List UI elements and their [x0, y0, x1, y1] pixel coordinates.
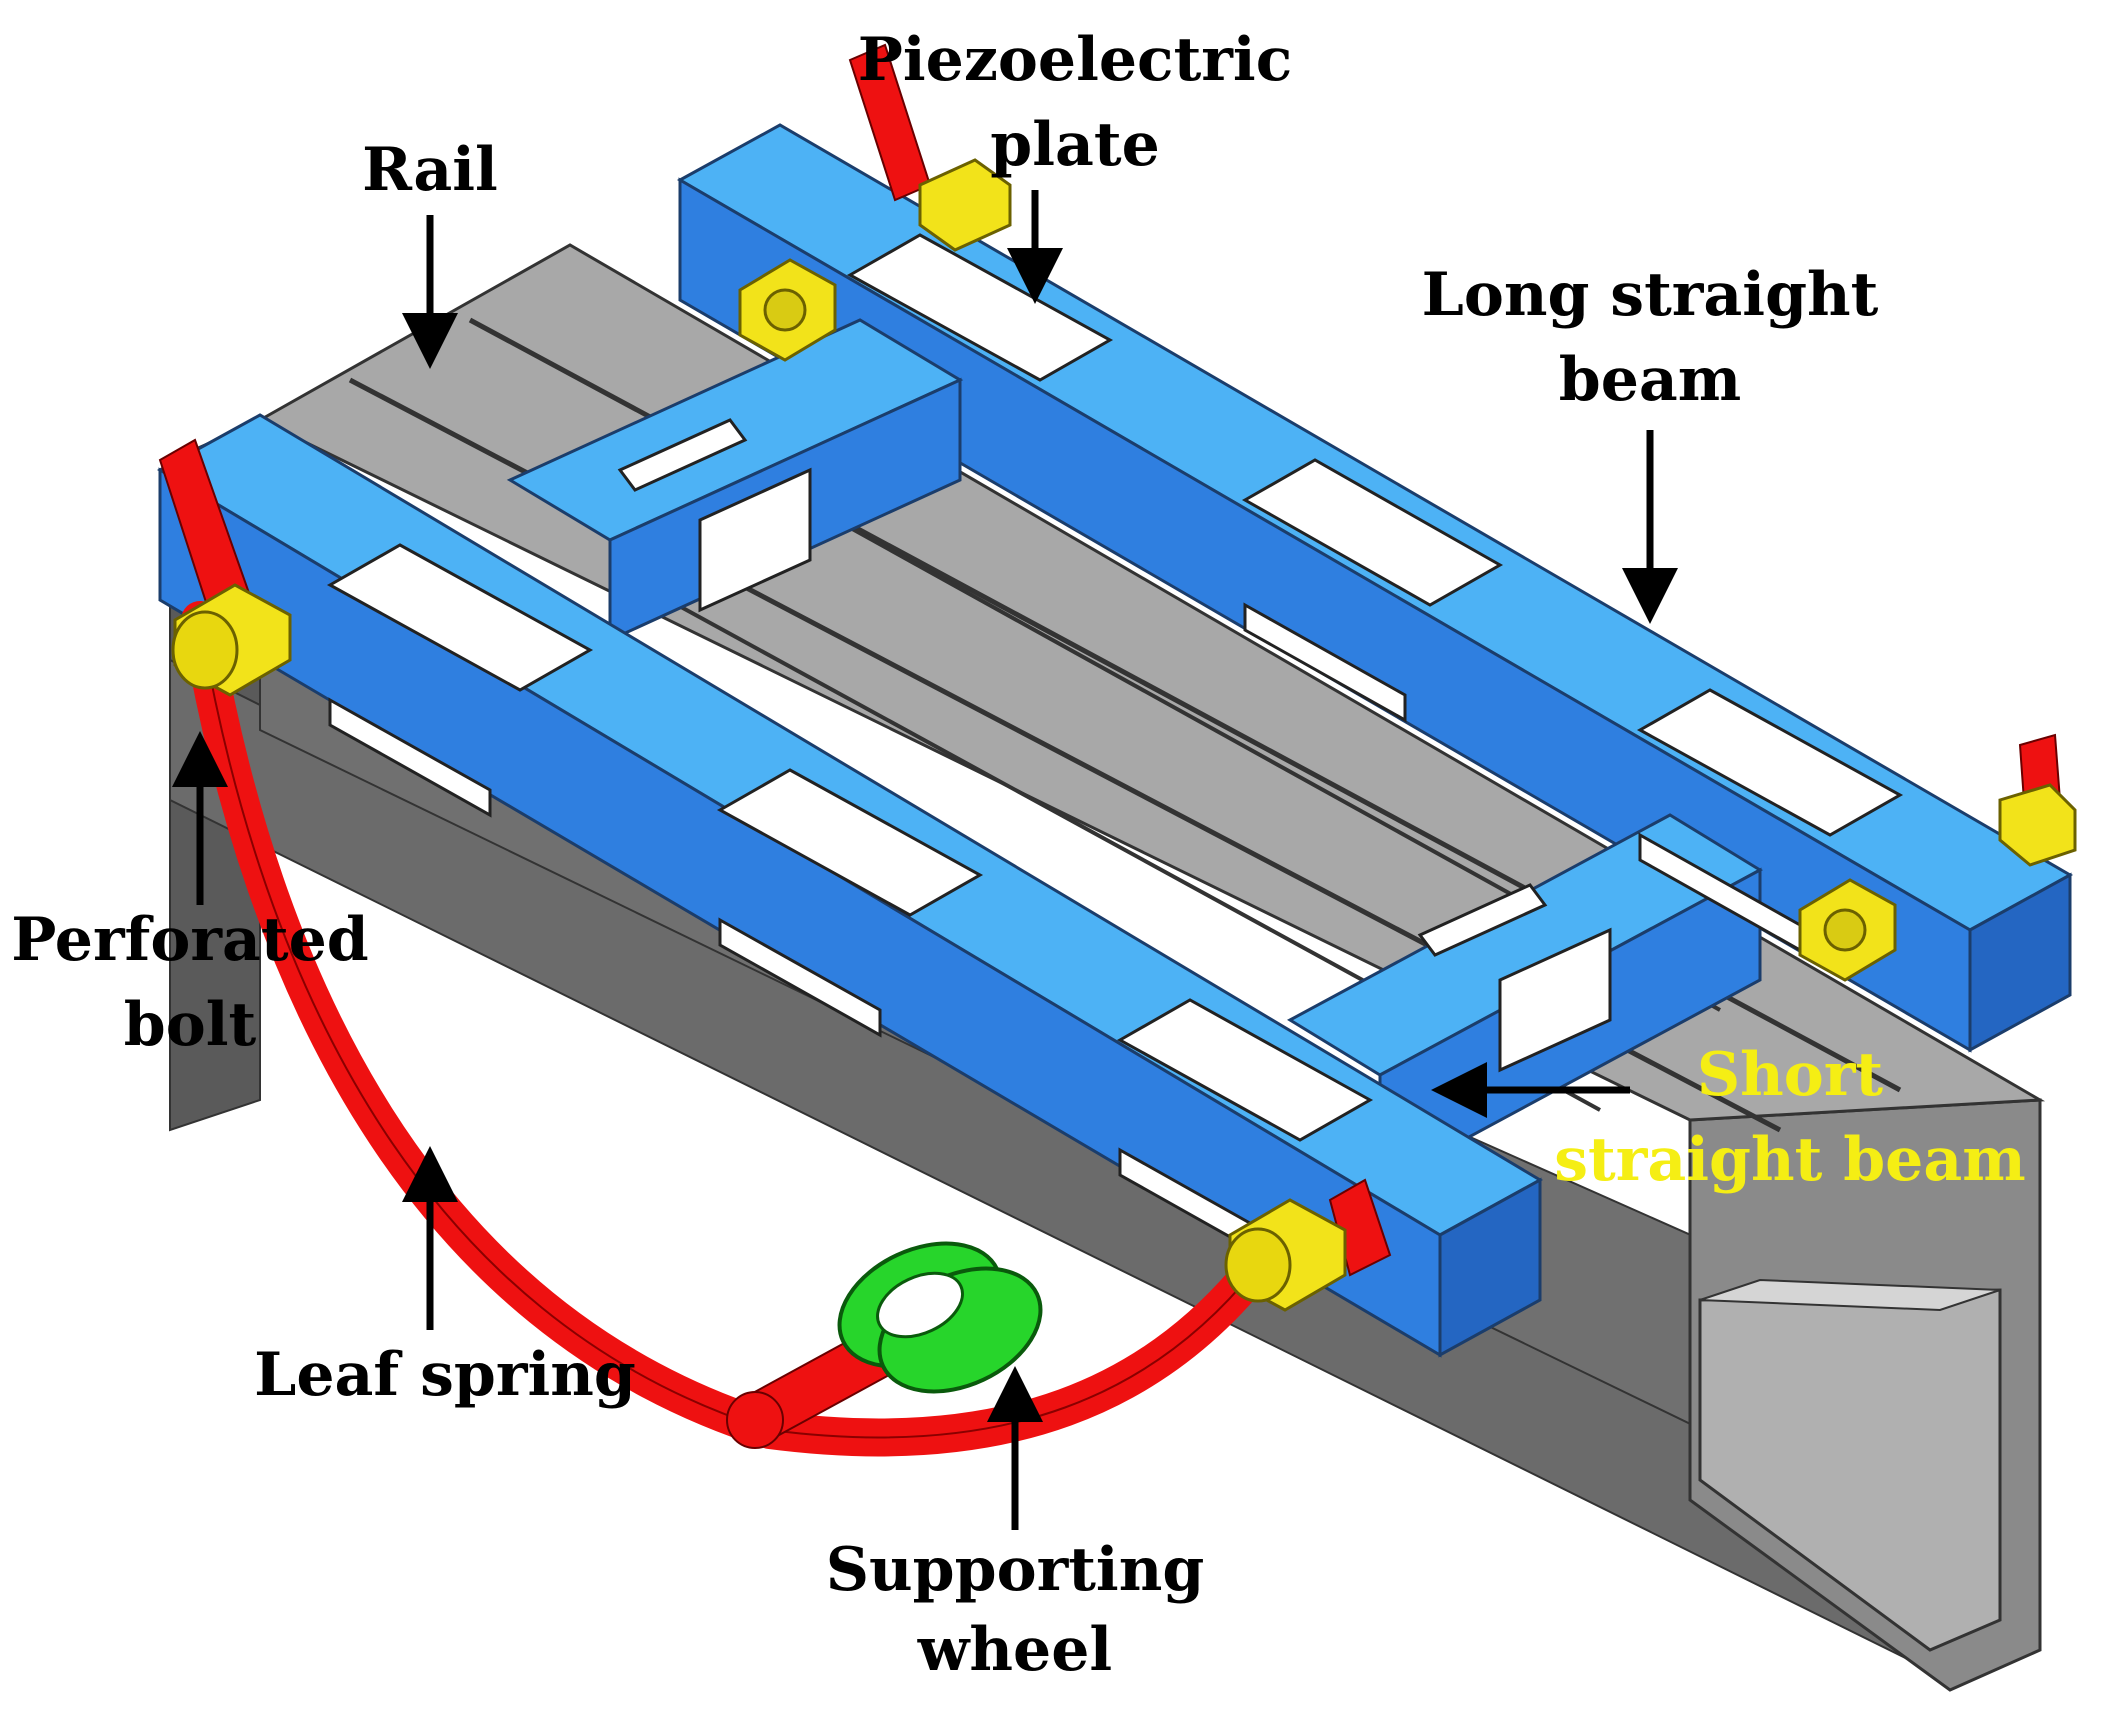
label-piezo-line1: Piezoelectric — [858, 25, 1293, 95]
piezo-plate — [718, 917, 882, 1038]
perforated-bolt — [1998, 783, 2077, 867]
label-piezo-line2: plate — [990, 110, 1160, 180]
piezo-plate — [328, 697, 492, 818]
label-bolt-line1: Perforated — [11, 905, 368, 975]
piezo-plate — [1417, 883, 1548, 957]
label-rail: Rail — [362, 135, 498, 205]
label-bolt-line2: bolt — [124, 990, 257, 1060]
piezo-plate — [716, 768, 984, 917]
perforated-bolt — [1798, 878, 1897, 982]
piezo-plate — [617, 418, 748, 492]
piezo-plate — [1243, 602, 1407, 723]
piezoelectric-plates — [326, 233, 1904, 1268]
label-long-beam-line1: Long straight — [1422, 260, 1879, 330]
piezo-plate — [1636, 688, 1904, 837]
annotation-arrows — [172, 190, 1678, 1530]
perforated-bolt — [738, 258, 837, 362]
piezo-plate — [1498, 927, 1612, 1073]
label-long-beam-line2: beam — [1559, 345, 1742, 415]
label-leaf-spring: Leaf spring — [254, 1340, 636, 1410]
piezo-plate — [1241, 458, 1504, 607]
perforated-bolt — [1224, 1198, 1347, 1312]
perforated-bolts — [171, 158, 2077, 1312]
perforated-bolt — [171, 583, 292, 697]
piezo-plate — [326, 543, 594, 692]
labels: Rail Piezoelectric plate Long straight b… — [11, 25, 2025, 1685]
perforated-bolt — [918, 158, 1012, 252]
piezo-plate — [846, 233, 1114, 382]
supporting-wheel — [837, 1241, 1043, 1394]
label-wheel-line2: wheel — [917, 1615, 1112, 1685]
label-short-beam-line1: Short — [1697, 1040, 1884, 1110]
piezo-plate — [1116, 998, 1374, 1142]
piezo-plate — [698, 467, 812, 613]
label-short-beam-line2: straight beam — [1554, 1125, 2025, 1195]
label-wheel-line1: Supporting — [826, 1535, 1205, 1605]
